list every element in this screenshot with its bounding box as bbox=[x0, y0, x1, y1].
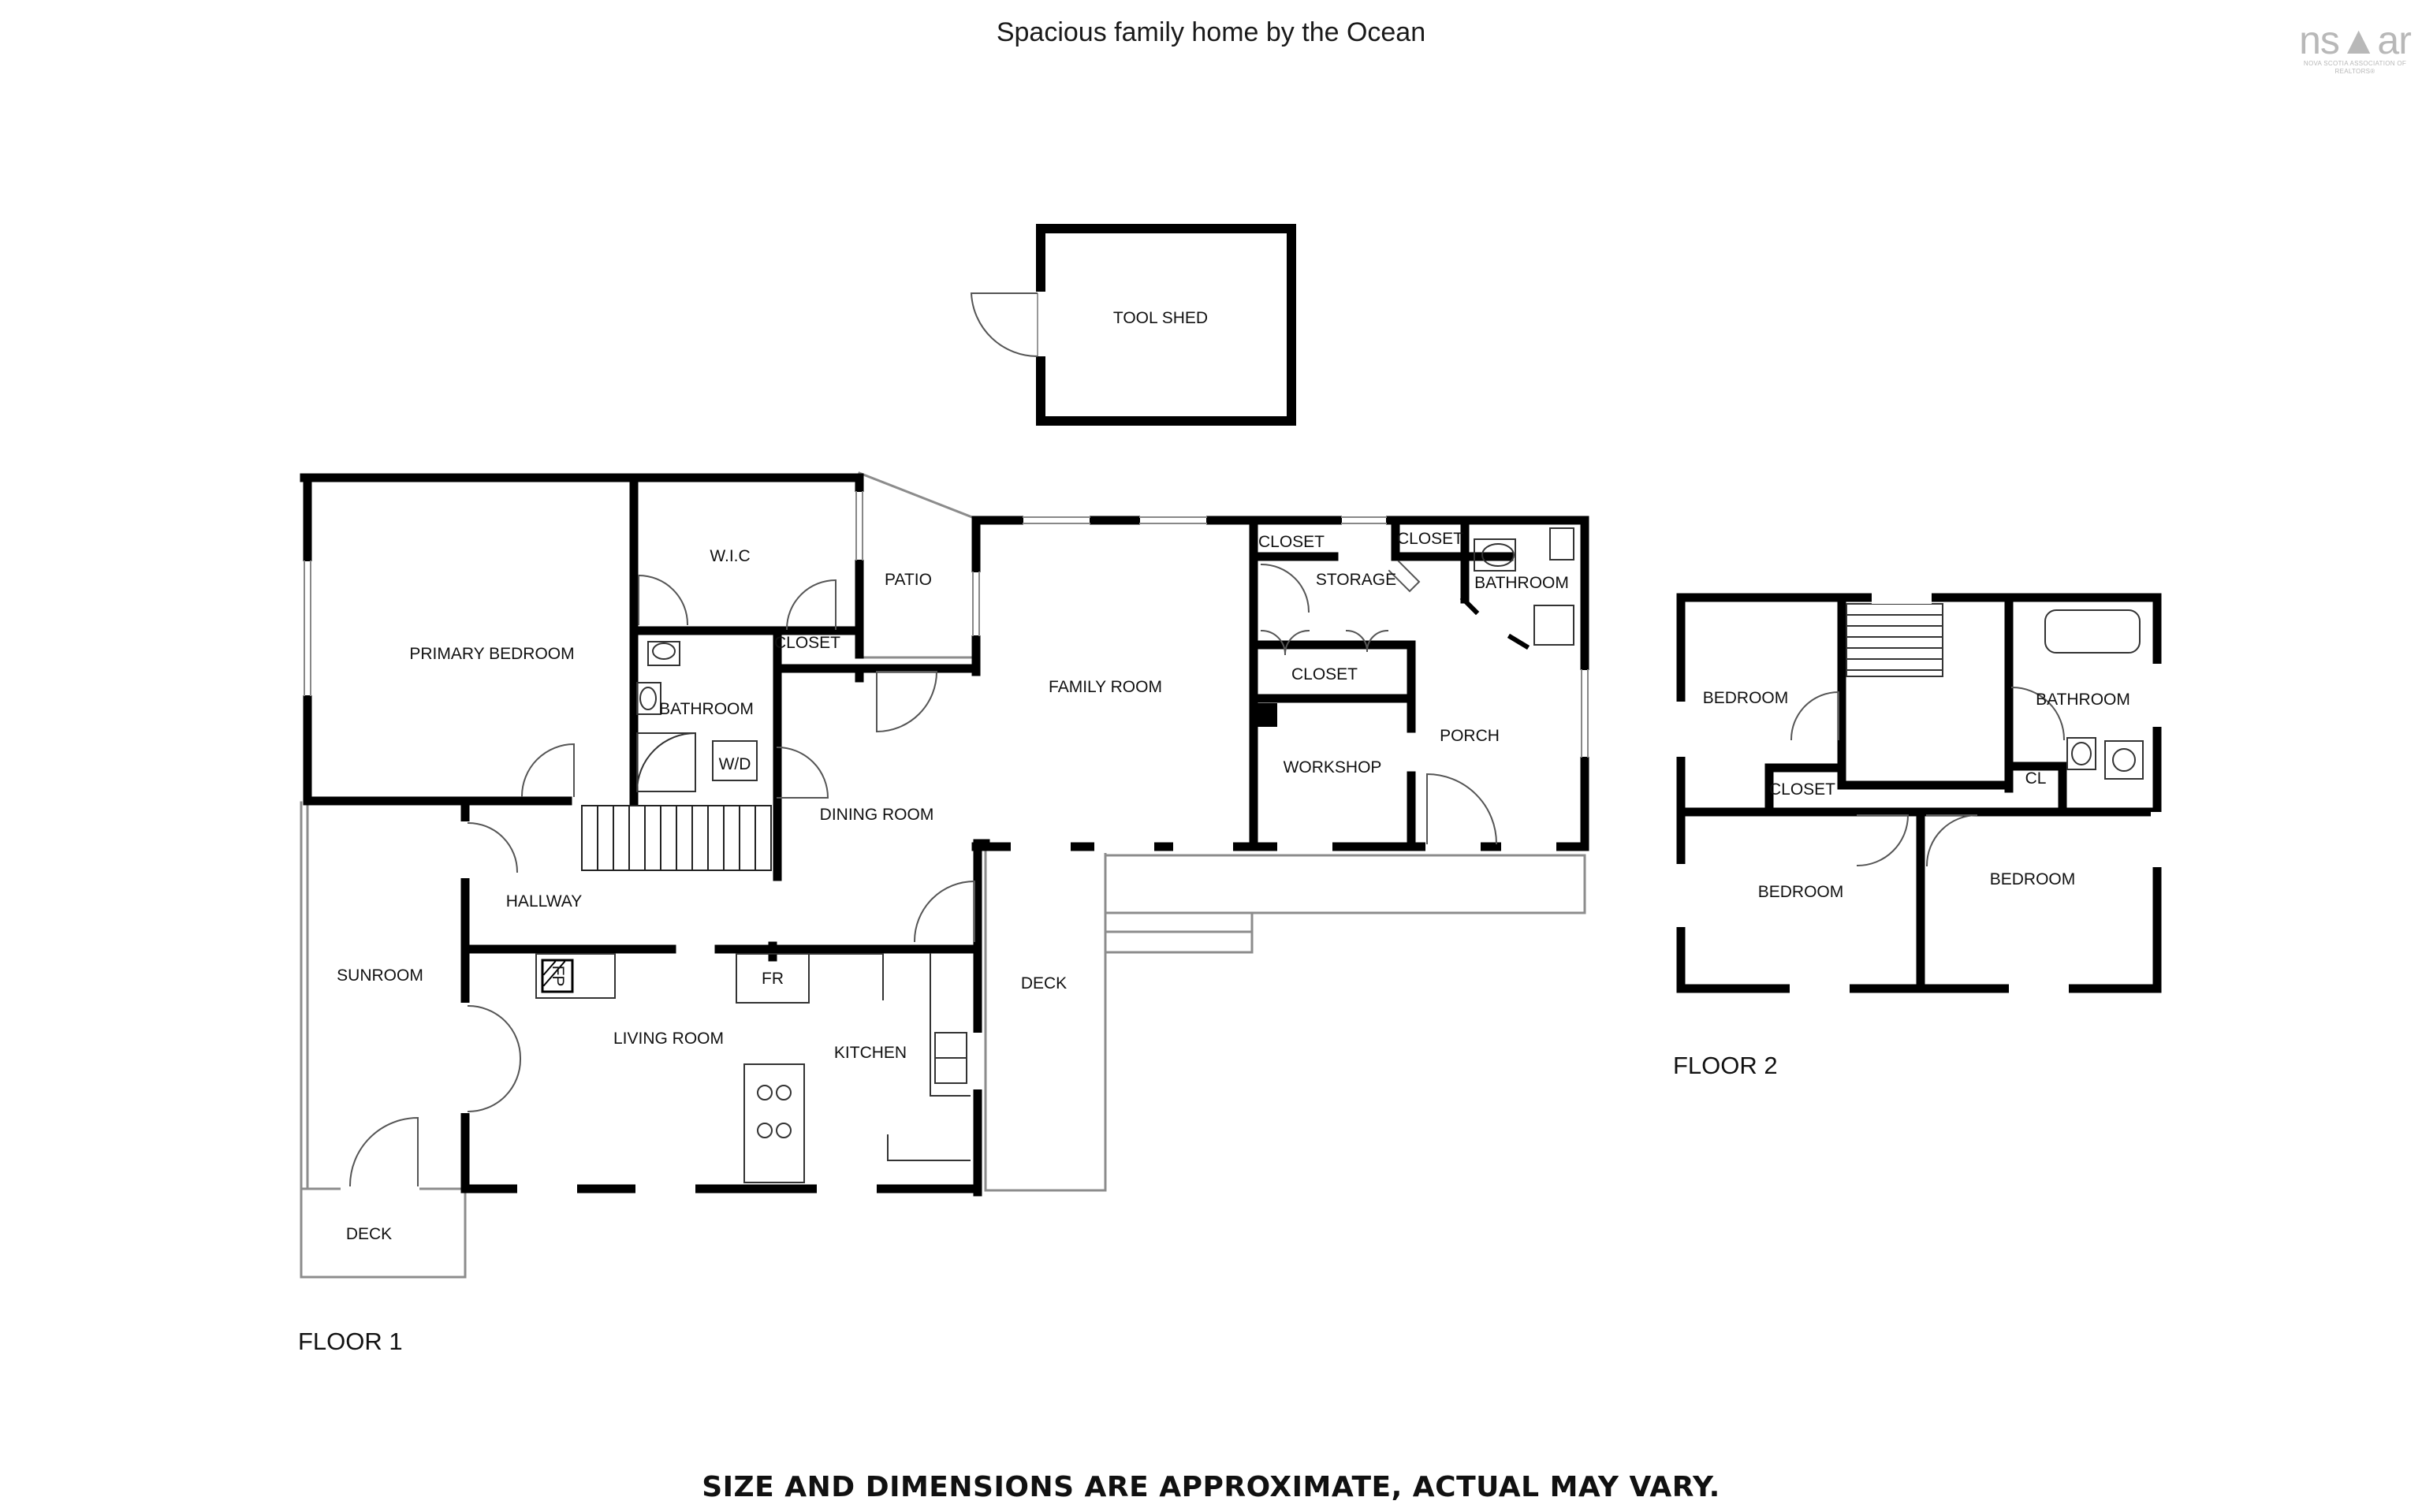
floor-2-plan bbox=[1675, 591, 2163, 995]
label-closet-c: CLOSET bbox=[1291, 665, 1358, 683]
label-floor-2: FLOOR 2 bbox=[1673, 1052, 1778, 1079]
label-bathroom-f2: BATHROOM bbox=[2036, 691, 2130, 709]
label-deck-south: DECK bbox=[346, 1225, 392, 1243]
floor1-fixtures bbox=[535, 527, 1574, 1183]
label-bathroom: BATHROOM bbox=[659, 700, 754, 718]
label-closet-a: CLOSET bbox=[1258, 533, 1325, 551]
floor2-walls bbox=[1676, 593, 2162, 993]
page-title: Spacious family home by the Ocean bbox=[996, 17, 1426, 47]
label-closet-small: CL bbox=[2025, 769, 2047, 788]
fireplace-hatch bbox=[541, 959, 574, 993]
label-bedroom-se: BEDROOM bbox=[1990, 870, 2076, 888]
footer-disclaimer: SIZE AND DIMENSIONS ARE APPROXIMATE, ACT… bbox=[702, 1471, 1720, 1503]
floor1-labels: PRIMARY BEDROOM W.I.C PATIO CLOSET BATHR… bbox=[298, 530, 1569, 1355]
label-patio: PATIO bbox=[885, 571, 932, 589]
tool-shed: TOOL SHED bbox=[970, 224, 1296, 426]
label-hallway: HALLWAY bbox=[506, 892, 582, 911]
label-wic: W.I.C bbox=[710, 547, 750, 565]
floor2-windows bbox=[1675, 591, 2163, 995]
nsar-logo: ns▲ar NOVA SCOTIA ASSOCIATION OF REALTOR… bbox=[2296, 20, 2414, 76]
floor1-thin-outlines bbox=[300, 471, 1586, 1279]
label-bedroom-nw: BEDROOM bbox=[1703, 689, 1789, 707]
label-closet-b: CLOSET bbox=[1397, 530, 1463, 548]
workshop-post bbox=[1257, 703, 1277, 727]
label-family-room: FAMILY ROOM bbox=[1049, 678, 1162, 696]
floor1-stairs bbox=[581, 805, 772, 871]
label-living-room: LIVING ROOM bbox=[613, 1030, 724, 1048]
label-kitchen: KITCHEN bbox=[834, 1044, 907, 1062]
label-washer-dryer: W/D bbox=[719, 755, 751, 773]
logo-wordmark: ns▲ar bbox=[2299, 18, 2412, 62]
label-floor-1: FLOOR 1 bbox=[298, 1328, 403, 1355]
label-sunroom: SUNROOM bbox=[337, 966, 423, 985]
label-tool-shed: TOOL SHED bbox=[1113, 309, 1208, 327]
floor2-doors bbox=[1790, 686, 2066, 867]
label-workshop: WORKSHOP bbox=[1284, 758, 1382, 776]
label-fireplace: FP bbox=[549, 966, 567, 987]
label-dining-room: DINING ROOM bbox=[820, 806, 934, 824]
floor1-windows bbox=[301, 491, 1591, 1195]
logo-subtitle: NOVA SCOTIA ASSOCIATION OF REALTORS® bbox=[2303, 60, 2407, 75]
label-closet-wic: CLOSET bbox=[774, 634, 840, 652]
label-storage: STORAGE bbox=[1316, 571, 1396, 589]
label-porch: PORCH bbox=[1440, 727, 1500, 745]
floor-1-plan bbox=[300, 471, 1591, 1279]
label-bedroom-sw: BEDROOM bbox=[1758, 883, 1844, 901]
floor1-doors bbox=[348, 560, 1530, 1187]
label-closet-f2: CLOSET bbox=[1769, 780, 1835, 799]
label-primary-bedroom: PRIMARY BEDROOM bbox=[409, 645, 574, 663]
label-fridge: FR bbox=[762, 970, 784, 988]
label-bathroom-2: BATHROOM bbox=[1474, 574, 1569, 592]
label-deck-east: DECK bbox=[1021, 974, 1067, 992]
floor2-labels: BEDROOM CLOSET BATHROOM CL BEDROOM BEDRO… bbox=[1673, 689, 2130, 1079]
